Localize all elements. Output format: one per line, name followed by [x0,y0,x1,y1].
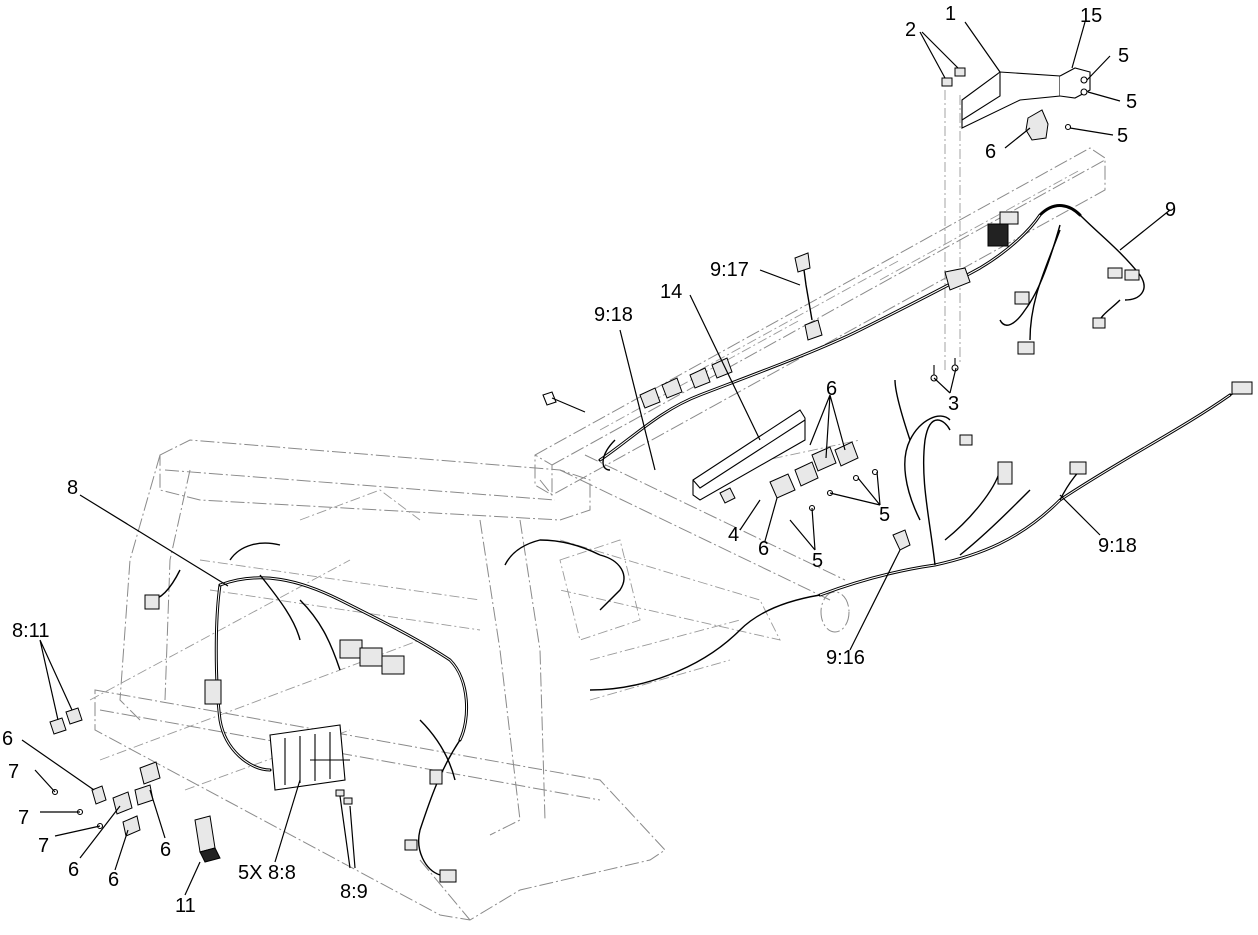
callout-6-left-c: 6 [108,869,119,891]
callout-15: 15 [1080,5,1102,27]
upper-bracket-assembly [941,67,1091,141]
callout-8-9: 8:9 [340,881,368,903]
callout-5-low: 5 [1117,125,1128,147]
callout-6-bracket: 6 [985,141,996,163]
right-harness [504,379,1253,691]
callout-6-relays: 6 [826,378,837,400]
callout-labels: 1 2 15 5 5 5 6 9 9:17 9:18 14 3 6 5 4 6 … [2,3,1176,917]
callout-8-11: 8:11 [12,620,49,642]
leader-lines [21,21,1171,896]
callout-14: 14 [660,281,682,303]
callout-9-18-left: 9:18 [594,304,633,326]
left-harness-8 [144,542,469,883]
fuse-block [269,724,353,805]
callout-2: 2 [905,19,916,41]
callout-7-b: 7 [18,807,29,829]
callout-5x-8-8: 5X 8:8 [238,862,296,884]
callout-3: 3 [948,393,959,415]
callout-9: 9 [1165,199,1176,221]
callout-7-a: 7 [8,761,19,783]
callout-8: 8 [67,477,78,499]
left-relays [49,707,221,863]
relay-bracket-14 [542,391,879,512]
callout-5-top: 5 [1118,45,1129,67]
callout-5-relays: 5 [879,504,890,526]
callout-9-18-right: 9:18 [1098,535,1137,557]
callout-11: 11 [175,895,196,917]
callout-5-mid: 5 [1126,91,1137,113]
upper-harness-9 [598,204,1145,471]
callout-6-left-a: 6 [2,728,13,750]
callout-1: 1 [945,3,956,25]
callout-5-lower: 5 [812,550,823,572]
callout-6-lower: 6 [758,538,769,560]
callout-7-c: 7 [38,835,49,857]
callout-6-left-b: 6 [68,859,79,881]
callout-4: 4 [728,524,739,546]
callout-6-left-d: 6 [160,839,171,861]
callout-9-16: 9:16 [826,647,865,669]
phantom-frame [89,90,1106,921]
callout-9-17: 9:17 [710,259,749,281]
